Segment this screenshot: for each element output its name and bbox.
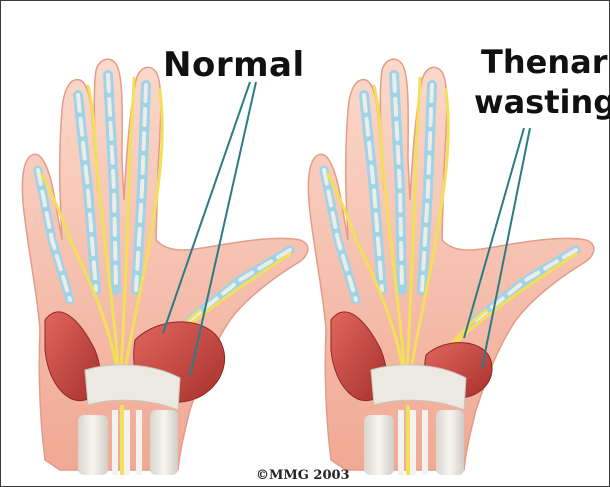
label-normal: Normal xyxy=(163,48,305,82)
label-wasting: wasting xyxy=(474,86,610,118)
copyright-notice: ©MMG 2003 xyxy=(256,468,350,483)
hand-normal xyxy=(22,59,308,475)
hand-thenar-wasting xyxy=(308,59,594,475)
label-thenar: Thenar xyxy=(481,46,607,78)
